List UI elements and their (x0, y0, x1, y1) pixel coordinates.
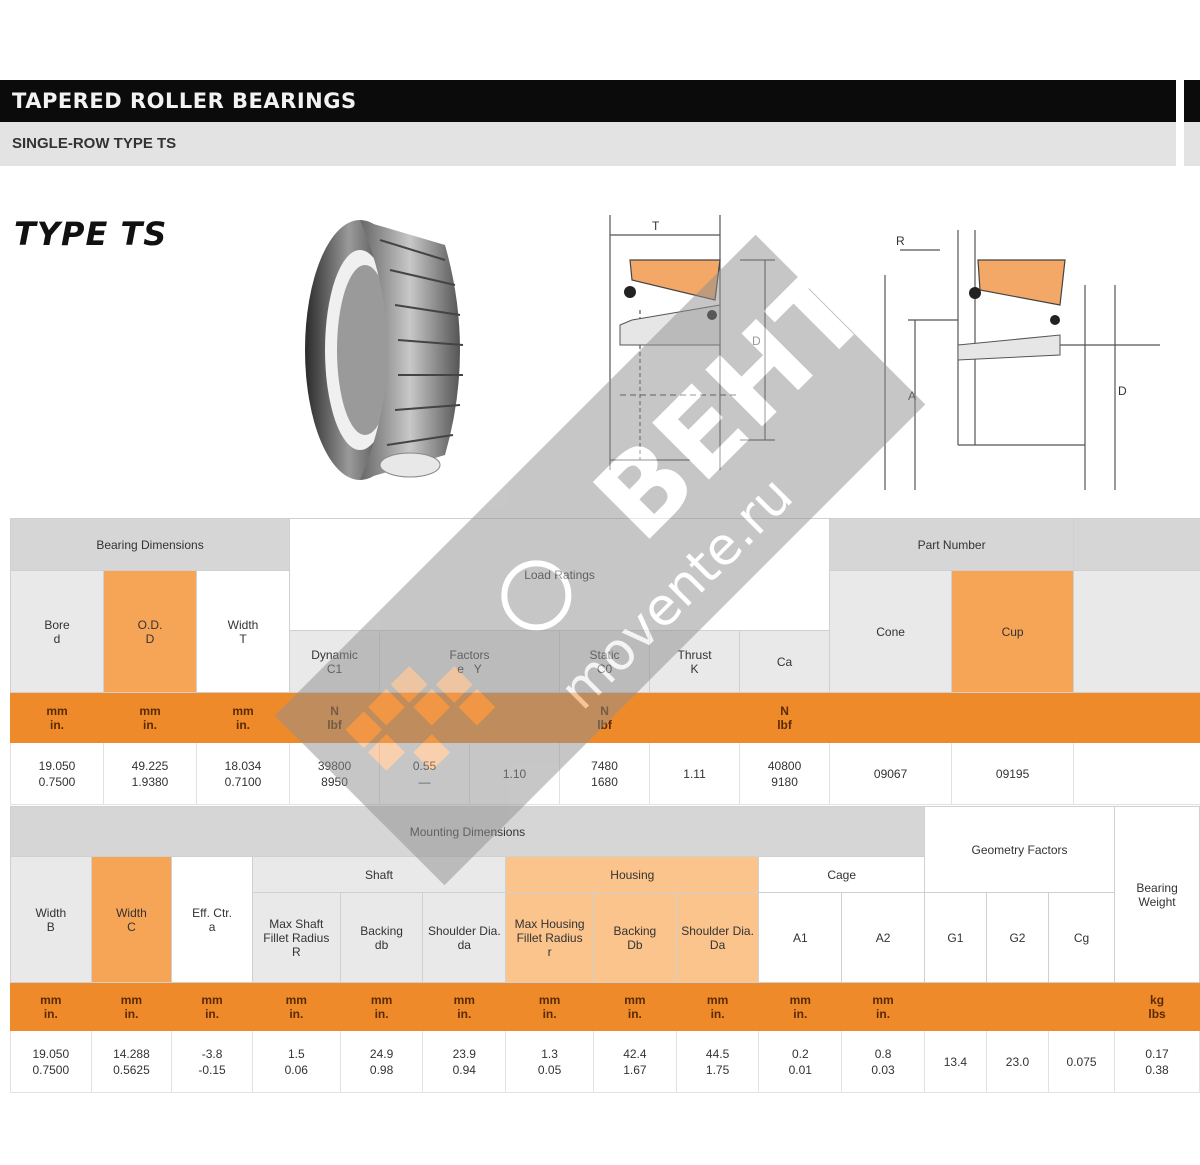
group-geometry: Geometry Factors (923, 806, 1116, 893)
page-subtitle: SINGLE-ROW TYPE TS (12, 135, 177, 152)
bearing-image (305, 220, 464, 480)
group-cage: Cage (758, 856, 925, 893)
page-title: TAPERED ROLLER BEARINGS (12, 89, 357, 113)
mounting-diagram: R D A (884, 230, 1160, 490)
housing-dia-label: D (752, 334, 761, 348)
group-shaft: Shaft (251, 856, 507, 893)
cross-section-diagram: T D (609, 215, 775, 470)
cell-y: 1.10 (469, 742, 561, 805)
group-bearing-dims: Bearing Dimensions (9, 518, 291, 571)
bearing-dimensions-table: Bearing Dimensions Load Ratings Part Num… (9, 518, 1200, 805)
outer-dia-label: D (1118, 384, 1127, 398)
col-cup-header: Cup (951, 570, 1075, 693)
title-bar: TAPERED ROLLER BEARINGS (0, 80, 1176, 122)
cell-cone: 09067 (829, 742, 953, 805)
col-a2-header: A2 (841, 892, 925, 983)
cell-thrust: 1.11 (649, 742, 741, 805)
width-label: T (652, 219, 660, 233)
col-cone-header: Cone (829, 570, 953, 693)
col-g2-header: G2 (985, 892, 1049, 983)
cell-cup: 09195 (951, 742, 1075, 805)
group-part-number: Part Number (829, 518, 1075, 571)
group-load-ratings: Load Ratings (289, 518, 831, 631)
col-ca-header: Ca (739, 630, 831, 693)
shaft-dia-label: A (908, 389, 916, 403)
type-heading: TYPE TS (14, 215, 168, 253)
mounting-dimensions-table: Mounting Dimensions Geometry Factors Bea… (10, 806, 1200, 1093)
col-cg-header: Cg (1047, 892, 1116, 983)
subtitle-bar: SINGLE-ROW TYPE TS (0, 122, 1176, 166)
right-edge-strip (1184, 80, 1200, 166)
cell-e: 0.55— (379, 742, 471, 805)
shaft-fillet-label: R (896, 234, 905, 248)
col-da-header: Shoulder Dia.da (422, 892, 507, 983)
col-g1-header: G1 (923, 892, 987, 983)
col-od-header: O.D.D (103, 570, 197, 693)
col-Da-header: Shoulder Dia.Da (675, 892, 760, 983)
col-eff-header: Eff. Ctr.a (171, 856, 253, 983)
col-a1-header: A1 (758, 892, 843, 983)
group-housing: Housing (505, 856, 760, 893)
group-mounting: Mounting Dimensions (10, 806, 925, 857)
